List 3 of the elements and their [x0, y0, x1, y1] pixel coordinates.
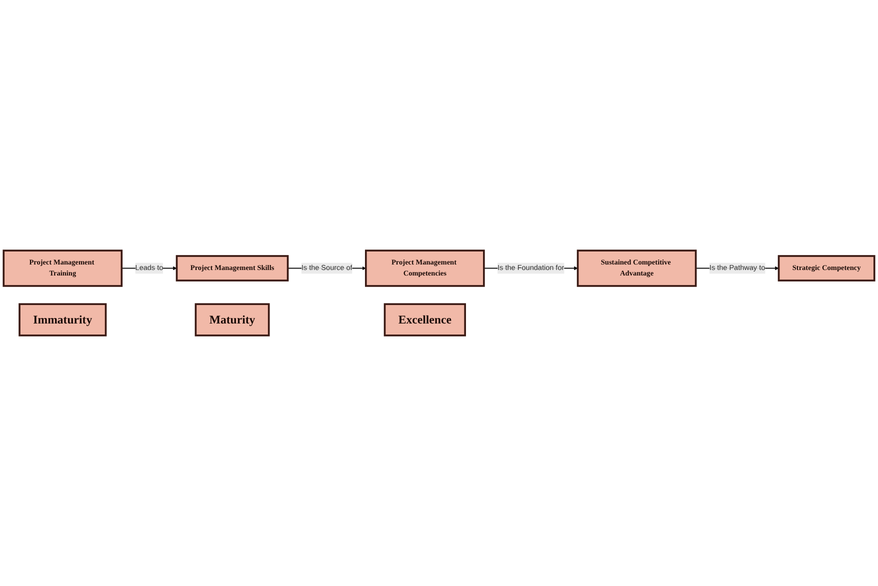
- node-box: Immaturity: [18, 303, 107, 336]
- node-box: Excellence: [384, 303, 466, 336]
- node-box: Maturity: [194, 303, 270, 336]
